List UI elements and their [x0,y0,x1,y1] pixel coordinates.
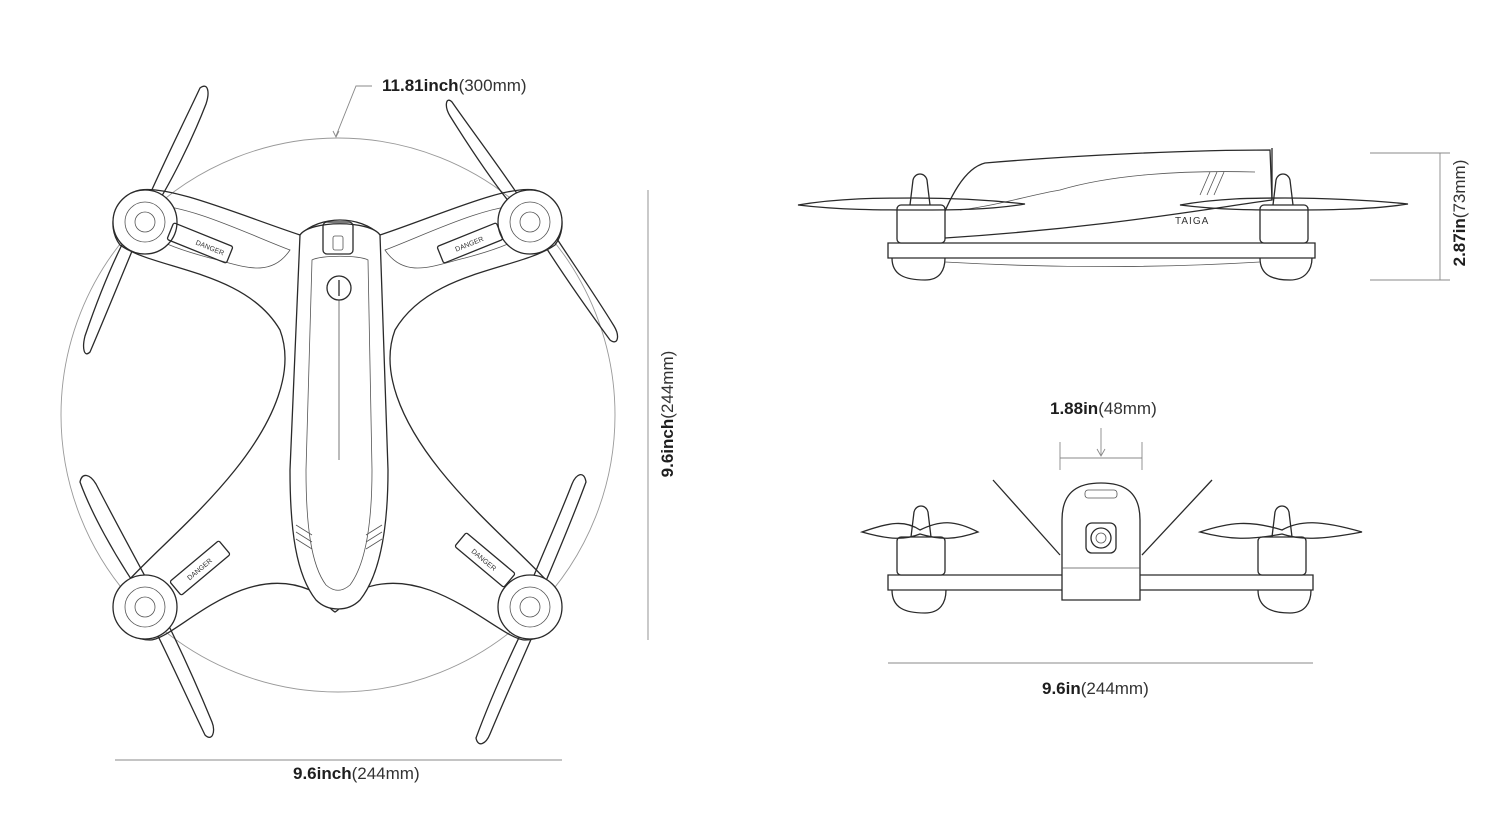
motor-top-left [112,189,178,255]
side-motor-right [1179,173,1409,244]
motor-bottom-left [112,574,178,640]
propeller-bottom-left [79,474,215,738]
front-motor-left [859,505,980,576]
diagonal-arrow [332,130,340,139]
frame-outline [112,188,563,641]
front-antenna-right [1141,479,1213,556]
svg-text:TAIGA: TAIGA [1175,216,1209,227]
propeller-bottom-right [475,474,587,745]
top-height-dim-label: 9.6inch(244mm) [658,350,677,478]
side-frame-plate [887,242,1316,259]
front-antenna-left [992,479,1061,556]
svg-text:DANGER: DANGER [454,236,484,254]
motor-top-right [497,189,563,255]
diagonal-circle [60,137,616,693]
front-camera-dim-label: 1.88in(48mm) [1050,399,1157,418]
front-camera [1085,522,1117,554]
top-diagonal-dim-label: 11.81inch(300mm) [382,76,527,95]
side-canopy [934,149,1273,239]
front-body [1061,482,1141,601]
propeller-top-left [83,85,209,355]
svg-text:DANGER: DANGER [186,557,213,582]
arm-label-bottom-left: DANGER [169,540,231,596]
front-view [859,428,1363,664]
front-width-dim-label: 9.6in(244mm) [1042,679,1149,698]
propeller-top-right [445,99,619,343]
antenna-mount [326,275,352,301]
front-motor-right [1197,505,1363,576]
side-height-dim-label: 2.87in(73mm) [1450,159,1469,267]
arm-label-top-right: DANGER [436,222,504,264]
top-view: DANGER DANGER DANGER DANGER [60,85,649,761]
side-motor-left [797,173,1026,244]
camera-housing [322,221,354,255]
top-width-dim-label: 9.6inch(244mm) [293,764,420,783]
side-view: TAIGA [797,148,1450,281]
svg-text:DANGER: DANGER [470,548,497,573]
motor-bottom-right [497,574,563,640]
diagonal-leader [335,85,372,137]
